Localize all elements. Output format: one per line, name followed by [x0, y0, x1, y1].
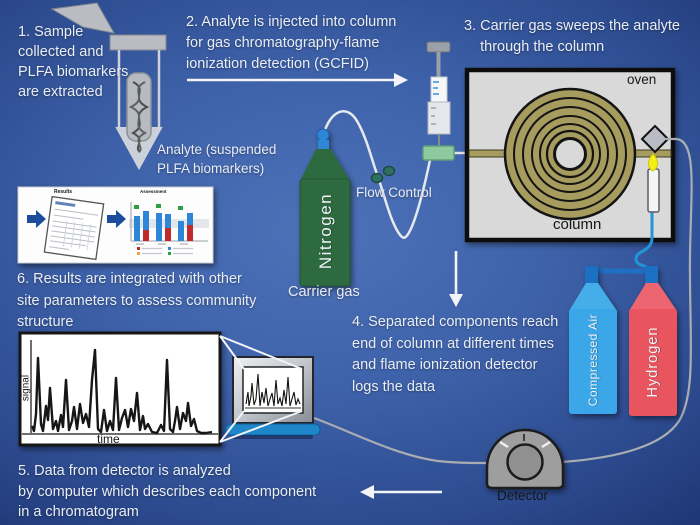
chromatogram-trace	[30, 348, 213, 435]
time-axis-label: time	[97, 432, 120, 446]
arrow-step2-to-syringe	[187, 73, 408, 87]
syringe-illustration	[426, 41, 451, 150]
signal-axis-label: signal	[20, 374, 32, 402]
monitor-screen	[242, 366, 304, 414]
arrow-detector-to-step5	[360, 485, 442, 499]
flame-icon	[648, 153, 658, 172]
step-4-text: 4. Separated components reach end of col…	[352, 314, 559, 395]
blue-arrow-icon	[27, 210, 46, 228]
flame-ionization-detector	[647, 153, 660, 213]
trowel-icon	[50, 2, 115, 34]
oven-illustration	[464, 67, 676, 243]
zoom-projection-lines	[219, 335, 303, 443]
mini-chromatogram-trace	[245, 373, 301, 407]
step-5-text: 5. Data from detector is analyzed by com…	[18, 463, 317, 520]
monitor-to-detector-wire	[313, 416, 491, 465]
step-2-text: 2. Analyte is injected into column for g…	[186, 14, 397, 72]
computer-monitor	[225, 356, 321, 439]
dna-helix-icon	[128, 81, 148, 153]
flow-control-valves	[370, 165, 396, 184]
oven-to-detector-wire	[561, 137, 693, 464]
injection-port	[422, 145, 455, 161]
compressed-air-tank	[569, 266, 617, 414]
hydrogen-tank-label: Hydrogen	[645, 326, 661, 398]
step-6-text: 6. Results are integrated with other sit…	[17, 271, 257, 330]
assessment-chart	[129, 202, 209, 255]
arrow-oven-to-step4	[449, 251, 463, 307]
step-3-text: 3. Carrier gas sweeps the analyte throug…	[464, 18, 680, 55]
hydrogen-tank	[629, 266, 677, 416]
detector-illustration	[485, 428, 565, 490]
carrier-gas-label: Carrier gas	[288, 284, 360, 300]
assessment-chart-title: Assessment	[140, 189, 167, 194]
step-1-text: 1. Sample collected and PLFA biomarkers …	[18, 24, 129, 100]
nitrogen-tank	[299, 128, 351, 287]
monitor-base	[225, 423, 321, 436]
sample-tube-illustration	[109, 34, 167, 171]
flow-control-label: Flow Control	[356, 185, 432, 200]
column-coil	[503, 87, 637, 221]
results-doc-title: Results	[54, 189, 73, 195]
oven-label: oven	[627, 72, 657, 87]
detector-knob	[506, 443, 544, 481]
nitrogen-tank-label: Nitrogen	[316, 192, 335, 270]
results-document	[43, 195, 105, 261]
column-label: column	[553, 216, 602, 233]
chromatogram-plot	[18, 331, 222, 447]
valve-diamond	[640, 124, 670, 154]
blue-arrow-icon	[107, 210, 126, 228]
detector-label: Detector	[497, 488, 549, 503]
results-panel	[17, 186, 214, 264]
analyte-label: Analyte (suspended PLFA biomarkers)	[157, 142, 277, 176]
compressed-air-tank-label: Compressed Air	[586, 313, 600, 407]
